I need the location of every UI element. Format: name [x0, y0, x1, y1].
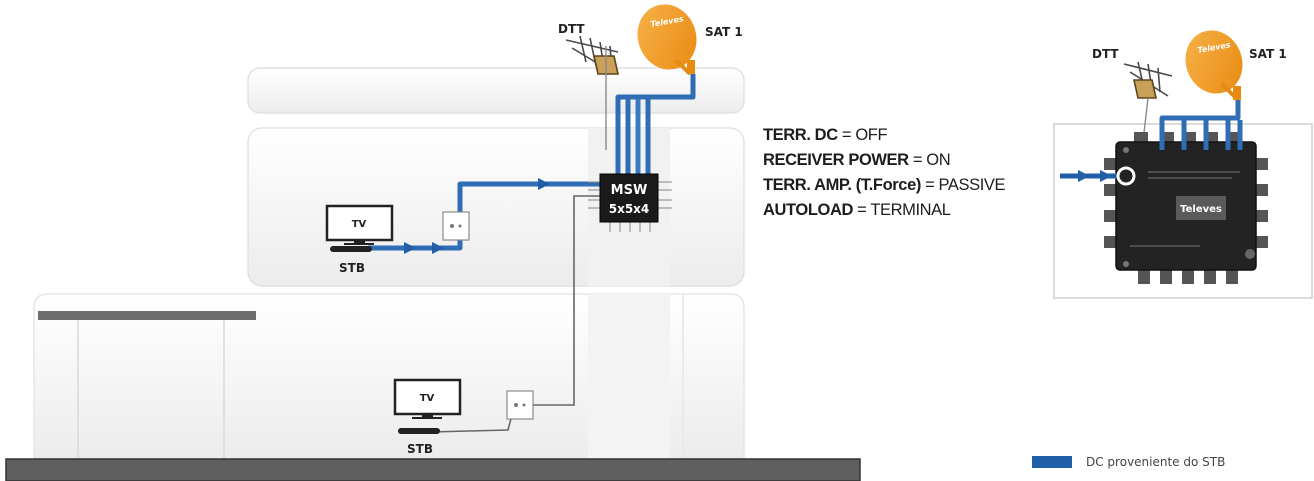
detail-dtt-label: DTT: [1092, 47, 1119, 61]
detail-device-brand-label: Televes: [1180, 204, 1222, 215]
stb-lower: STB: [398, 428, 440, 456]
legend-swatch: [1032, 456, 1072, 468]
setting-row-terr-dc: TERR. DC = OFF: [763, 126, 888, 144]
dtt-label: DTT: [558, 22, 585, 36]
dtt-antenna: [565, 35, 619, 150]
setting-row-receiver-power: RECEIVER POWER = ON: [763, 151, 951, 169]
detail-dc-arrow-2: [1100, 170, 1112, 182]
stb-lower-label: STB: [407, 442, 433, 456]
building-roof: [247, 67, 745, 114]
coax-cable-lower-stb: [429, 414, 513, 433]
riser-shaft-lower: [588, 294, 670, 460]
tv-upper-label: TV: [352, 219, 367, 230]
detail-dc-arrow-1: [1078, 170, 1090, 182]
setting-row-terr-amp: TERR. AMP. (T.Force) = PASSIVE: [763, 176, 1006, 194]
legend-label: DC proveniente do STB: [1086, 455, 1226, 469]
wall-outlet-lower: [506, 390, 534, 420]
dc-arrow-1: [404, 242, 416, 254]
tv-lower: TV: [393, 378, 462, 419]
detail-multiswitch-device: Televes: [1104, 132, 1268, 284]
stb-upper-label: STB: [339, 261, 365, 275]
wall-outlet-upper: [442, 211, 470, 241]
msw-model-label: 5x5x4: [609, 202, 650, 216]
detail-sat-cable-bundle: [1159, 100, 1243, 150]
sat-label: SAT 1: [705, 25, 743, 39]
dc-arrow-2: [432, 242, 444, 254]
tv-lower-label: TV: [420, 393, 435, 404]
setting-row-autoload: AUTOLOAD = TERMINAL: [763, 201, 951, 219]
building-lower-floor: [33, 293, 745, 461]
detail-highlight-input: [1116, 166, 1136, 186]
msw-multiswitch: MSW 5x5x4: [588, 173, 672, 232]
stb-upper: STB: [330, 246, 372, 275]
building-column: [682, 294, 684, 460]
tv-upper: TV: [325, 204, 394, 245]
detail-sat-label: SAT 1: [1249, 47, 1287, 61]
room-top-beam: [38, 311, 256, 320]
ground-slab: [5, 458, 861, 481]
legend: DC proveniente do STB: [1032, 455, 1225, 469]
satellite-dish: Televes: [637, 4, 697, 76]
sat-cable-bundle: [615, 74, 696, 175]
detail-satellite-dish: Televes: [1185, 30, 1243, 100]
dc-arrow-3: [538, 178, 550, 190]
msw-label: MSW: [611, 183, 648, 198]
multiswitch-settings: TERR. DC = OFF RECEIVER POWER = ON TERR.…: [763, 123, 1006, 223]
coax-cable-lower: [524, 195, 600, 406]
